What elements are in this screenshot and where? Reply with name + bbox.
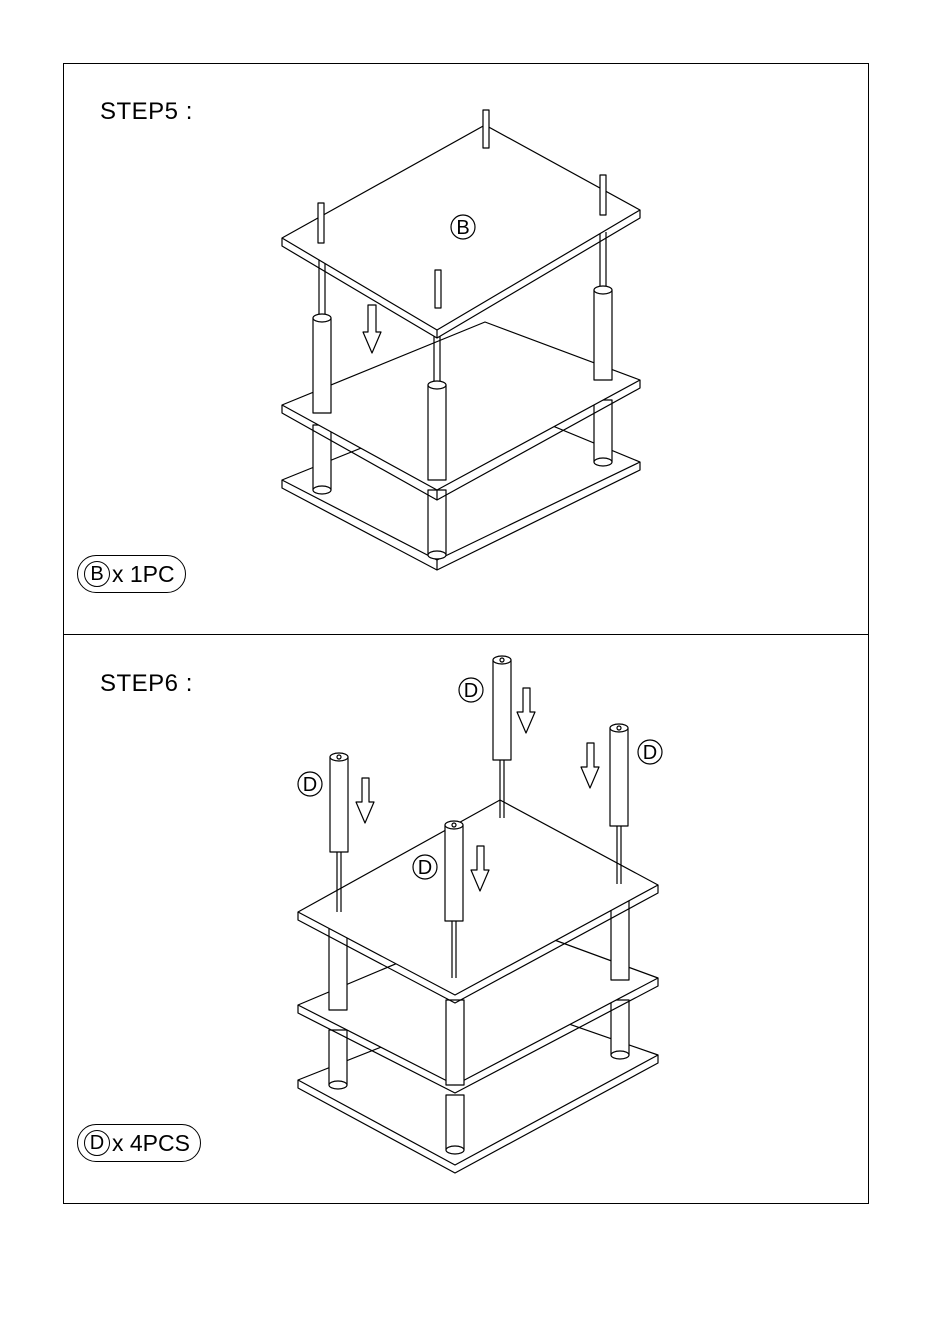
post-d-right <box>610 724 628 826</box>
post-d-back <box>493 656 511 760</box>
callout-d-label: D <box>464 680 478 702</box>
down-arrow-icon <box>356 778 374 823</box>
callout-d-label: D <box>643 742 657 764</box>
part-d-ring: D <box>84 1130 110 1156</box>
post-d-front <box>445 821 463 921</box>
down-arrow-icon <box>517 688 535 733</box>
post-d-left <box>330 753 348 852</box>
callout-d-label: D <box>303 774 317 796</box>
down-arrow-icon <box>581 743 599 788</box>
step6-quantity-text: x 4PCS <box>112 1130 190 1157</box>
callout-d-label: D <box>418 857 432 879</box>
step6-quantity-badge: D x 4PCS <box>77 1124 201 1162</box>
